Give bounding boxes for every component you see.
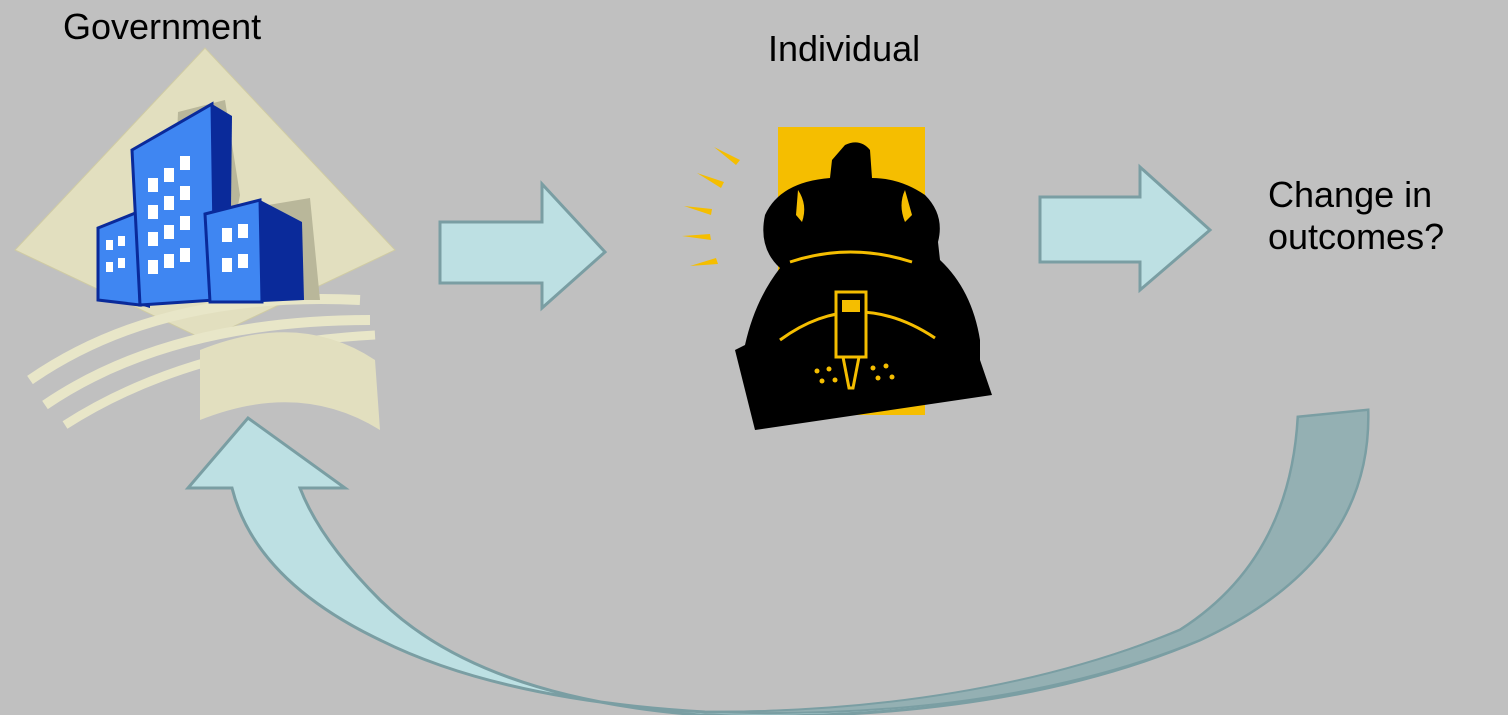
outcome-label: Change in outcomes?	[1268, 174, 1444, 258]
feedback-arrow	[184, 408, 1370, 715]
outcome-label-line1: Change in	[1268, 174, 1433, 215]
arrow-to-individual	[438, 180, 608, 312]
jackhammer-worker-icon	[682, 127, 992, 430]
office-buildings-icon	[14, 47, 396, 430]
government-label: Government	[63, 6, 262, 47]
outcome-label-line2: outcomes?	[1268, 216, 1445, 257]
arrow-to-outcomes	[1038, 163, 1213, 294]
individual-label: Individual	[768, 28, 921, 69]
